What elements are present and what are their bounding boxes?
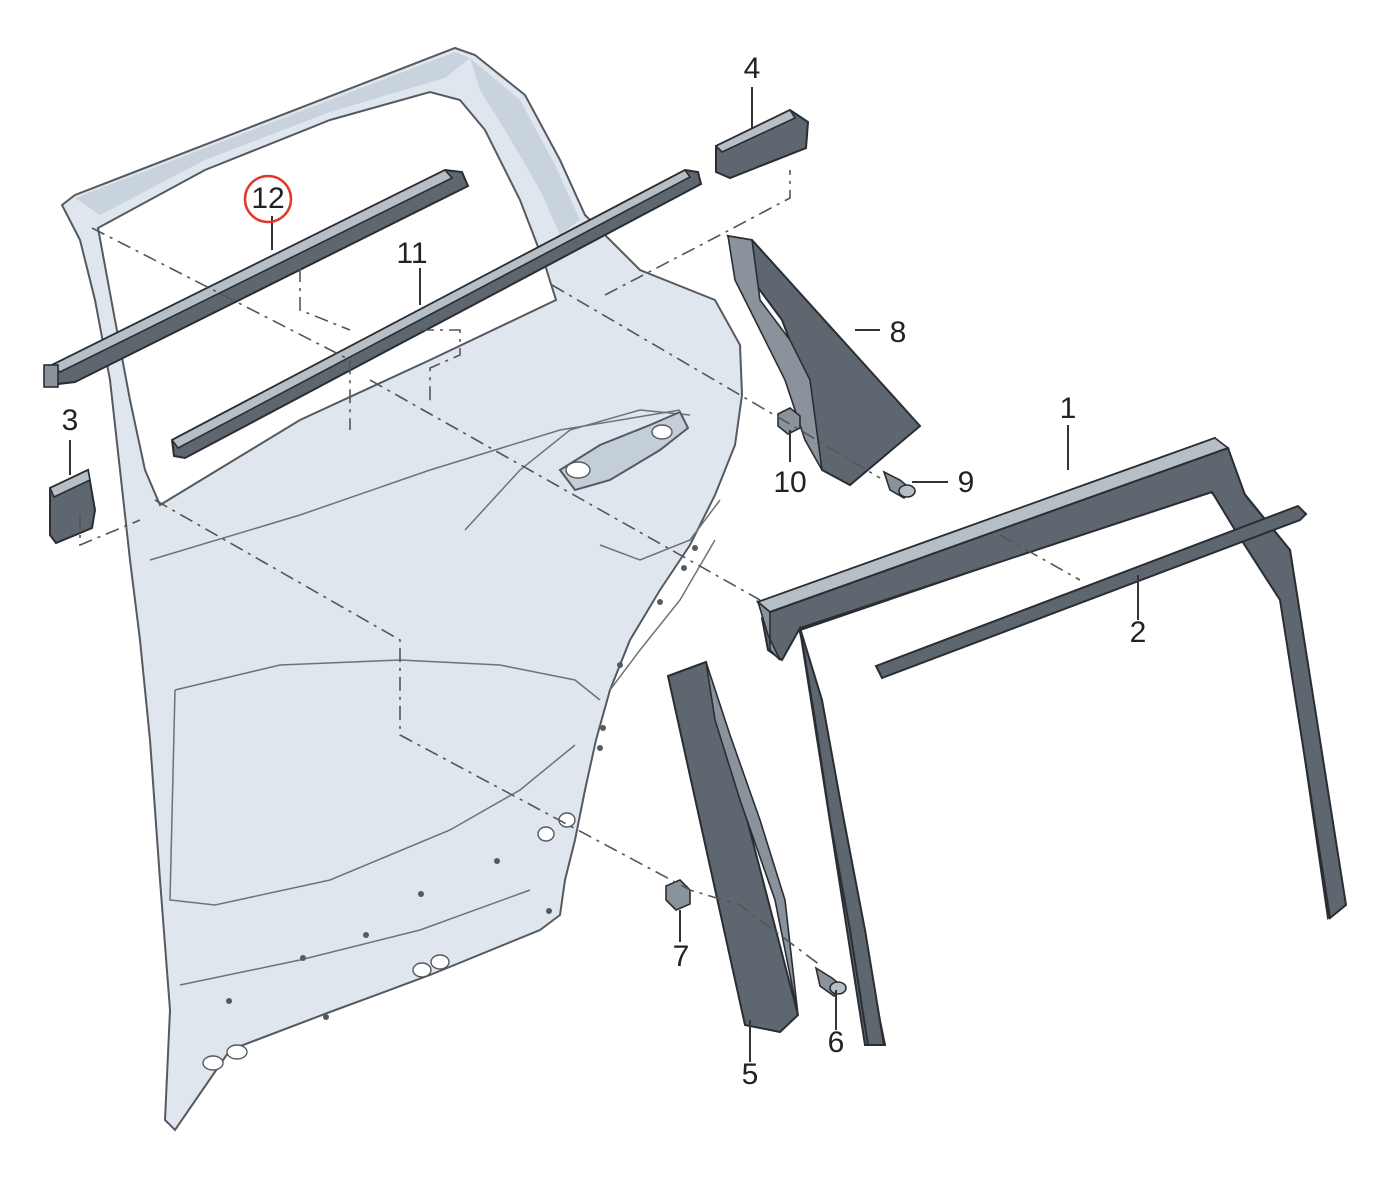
part-1-door-frame-seal [755,436,1348,1046]
callout-6: 6 [828,1026,845,1059]
callouts: 1 2 3 4 5 6 7 8 9 10 11 12 [62,52,1147,1091]
callout-4: 4 [744,52,761,85]
assembly-lines [79,170,1081,966]
part-6-screw [814,966,847,998]
callout-8: 8 [890,316,907,349]
part-2-seal-strip [874,504,1308,680]
part-11-outer-window-strip [170,168,703,460]
part-8-triangle-trim [726,234,922,487]
part-12-inner-window-strip [43,168,470,388]
callout-9: 9 [958,466,975,499]
callout-3: 3 [62,404,79,437]
part-4-cap [714,108,810,180]
part-3-cap [48,468,97,545]
callout-7: 7 [673,940,690,973]
callout-1: 1 [1060,392,1077,425]
callout-12: 12 [251,182,284,215]
highlight-ring [243,174,293,224]
callout-2: 2 [1130,616,1147,649]
part-5-pillar-trim [666,660,800,1034]
callout-10: 10 [773,466,806,499]
part-9-screw [882,470,916,499]
part-7-clip [665,879,691,911]
callout-5: 5 [742,1058,759,1091]
callout-11: 11 [396,237,427,270]
